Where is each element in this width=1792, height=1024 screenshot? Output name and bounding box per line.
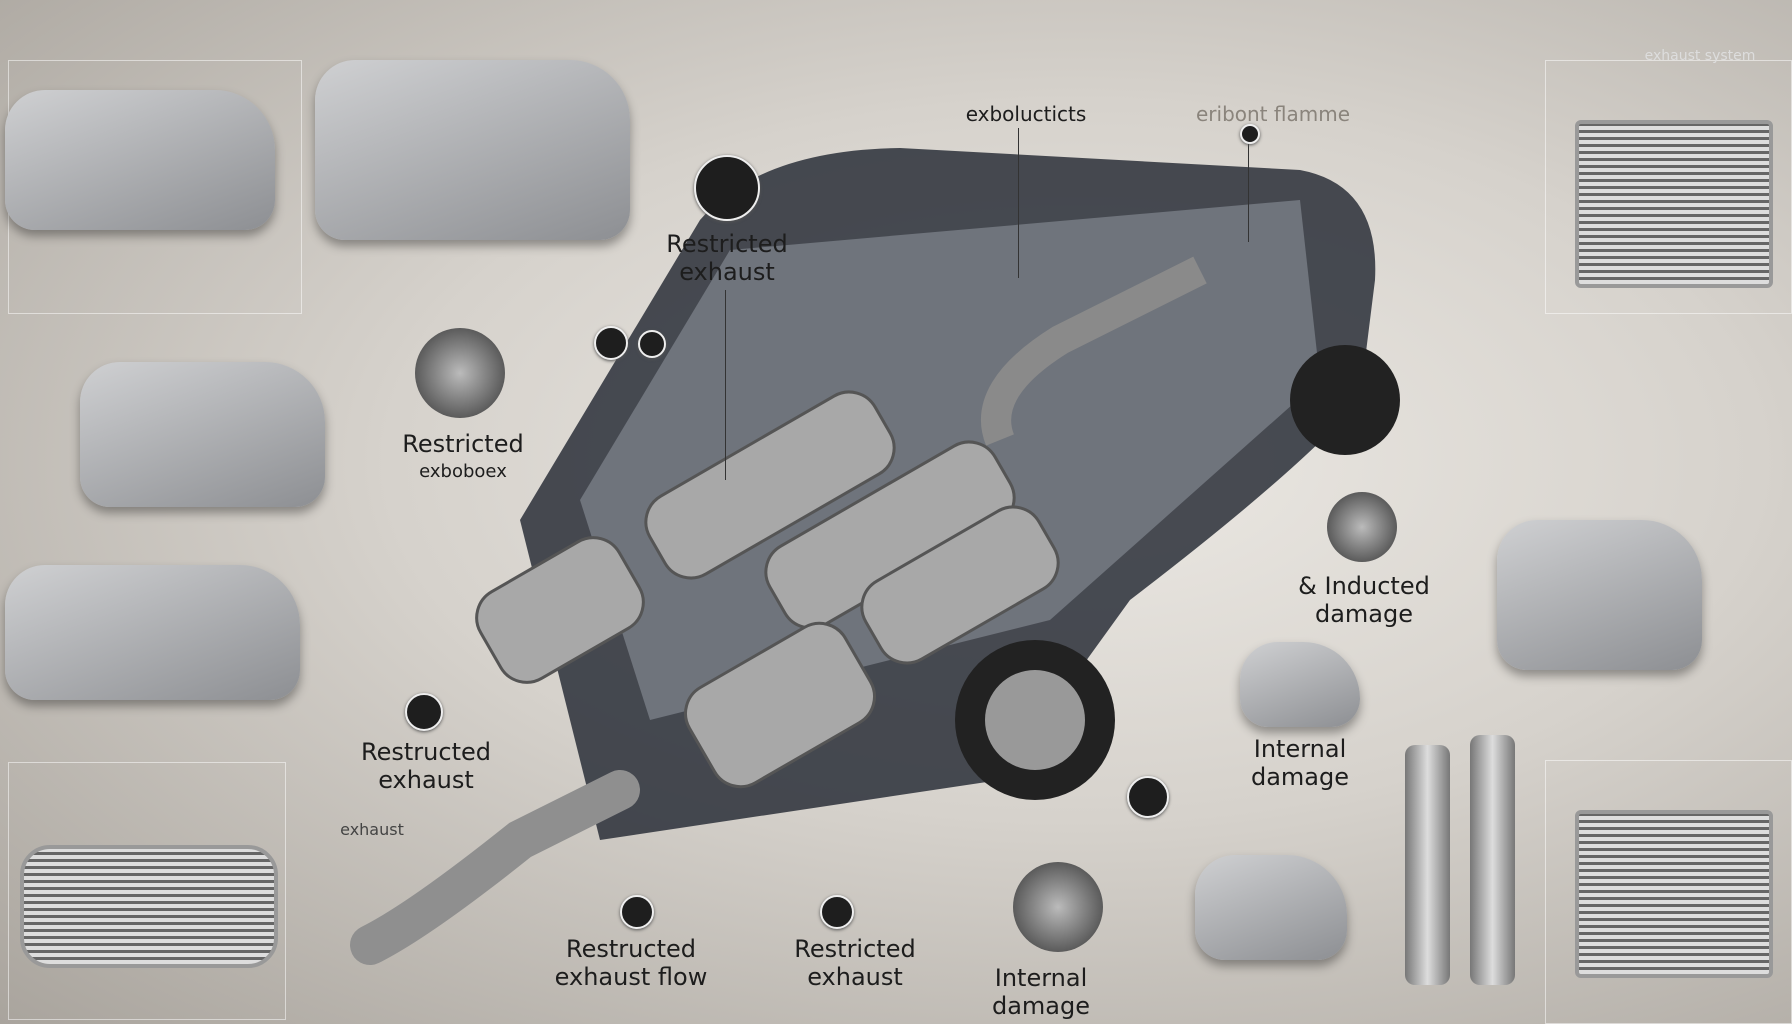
label-line: Restricted bbox=[402, 430, 524, 458]
label-line: Internal bbox=[994, 964, 1088, 992]
label-line: exhaust bbox=[807, 963, 903, 991]
radiator-image-top bbox=[1575, 120, 1773, 288]
badge-icon bbox=[820, 895, 854, 929]
wheel-image bbox=[415, 328, 505, 418]
catalytic-converter bbox=[644, 390, 896, 580]
muffler-image-2 bbox=[1470, 735, 1515, 985]
label-line: Restricted bbox=[666, 230, 788, 258]
callout-line bbox=[1248, 132, 1249, 242]
callout-line bbox=[1018, 128, 1019, 278]
label-line: Restricted bbox=[794, 935, 916, 963]
car-image-right-front bbox=[1240, 642, 1360, 727]
callout-line bbox=[725, 290, 726, 480]
front-wheel-rim bbox=[985, 670, 1085, 770]
label-line: exhaust flow bbox=[554, 963, 708, 991]
label-line: exboboex bbox=[419, 461, 507, 482]
car-image-bottom-rear bbox=[1195, 855, 1347, 960]
catalytic-converter bbox=[860, 505, 1060, 665]
car-image-left-top-view bbox=[5, 565, 300, 700]
label-line: damage bbox=[1250, 763, 1350, 791]
label-line: damage bbox=[991, 992, 1091, 1020]
badge-icon bbox=[405, 693, 443, 731]
muffler-image-1 bbox=[1405, 745, 1450, 985]
car-image-right-rear bbox=[1497, 520, 1702, 670]
damage-sample-image-bottom bbox=[1013, 862, 1103, 952]
label-line: damage bbox=[1314, 600, 1414, 628]
label-line: Internal bbox=[1253, 735, 1347, 763]
exhaust-pipe bbox=[350, 770, 640, 965]
bottom-left-panel bbox=[8, 762, 286, 1020]
label-line: exhaust bbox=[378, 766, 474, 794]
radiator-image-bottom bbox=[1575, 810, 1773, 978]
label-exhaust-small: exhaust bbox=[340, 820, 404, 839]
car-image-left bbox=[80, 362, 325, 507]
label-line: & Inducted bbox=[1298, 572, 1430, 600]
label-line: Restructed bbox=[566, 935, 696, 963]
badge-icon bbox=[694, 155, 760, 221]
label-top-right-title: exhaust system bbox=[1644, 48, 1756, 64]
label-top-1: exbolucticts bbox=[965, 102, 1087, 126]
catalytic-converter bbox=[475, 536, 645, 684]
label-line: Restructed bbox=[361, 738, 491, 766]
badge-icon bbox=[638, 330, 666, 358]
label-line: exhaust bbox=[679, 258, 775, 286]
badge-icon bbox=[594, 326, 628, 360]
car-image-top bbox=[315, 60, 630, 240]
badge-icon bbox=[1127, 776, 1169, 818]
rear-wheel bbox=[1290, 345, 1400, 455]
car-image-top-left bbox=[5, 90, 275, 230]
catalytic-converters bbox=[475, 390, 1060, 789]
label-restricted-left: Restricted exboboex bbox=[402, 430, 523, 486]
badge-icon bbox=[620, 895, 654, 929]
damage-sample-image-right bbox=[1327, 492, 1397, 562]
catalytic-core-image bbox=[20, 845, 278, 968]
catalytic-converter bbox=[684, 621, 876, 789]
label-top-2: eribont flamme bbox=[1195, 102, 1351, 126]
exhaust-pipe-upper bbox=[981, 256, 1207, 446]
badge-icon bbox=[1240, 124, 1260, 144]
